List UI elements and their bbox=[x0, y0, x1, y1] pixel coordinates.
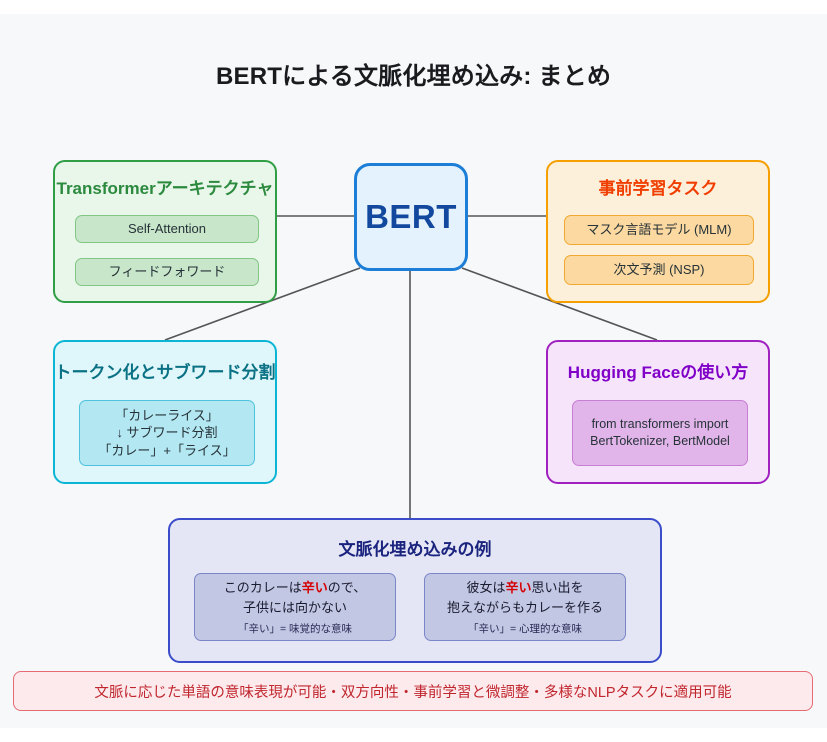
node-tokenization[interactable]: トークン化とサブワード分割 「カレーライス」 ↓ サブワード分割 「カレー」+「… bbox=[53, 340, 277, 484]
sub-item-tokenization-example[interactable]: 「カレーライス」 ↓ サブワード分割 「カレー」+「ライス」 bbox=[79, 400, 255, 466]
example-card-2-text-before: 彼女は bbox=[466, 580, 506, 595]
node-huggingface[interactable]: Hugging Faceの使い方 from transformers impor… bbox=[546, 340, 770, 484]
sub-item-nsp-label: 次文予測 (NSP) bbox=[613, 262, 705, 278]
example-card-1-line-2: 子供には向かない bbox=[242, 600, 347, 616]
sub-item-nsp[interactable]: 次文予測 (NSP) bbox=[564, 255, 754, 285]
page-title: BERTによる文脈化埋め込み: まとめ bbox=[215, 63, 612, 90]
node-bert-label: BERT bbox=[365, 198, 457, 235]
example-card-2-text-after: 思い出を bbox=[531, 580, 584, 595]
example-card-1-text-after: ので、 bbox=[327, 580, 367, 595]
example-card-1-line-1: このカレーは辛いので、 bbox=[195, 574, 395, 598]
sub-item-huggingface-code[interactable]: from transformers import BertTokenizer, … bbox=[572, 400, 748, 466]
huggingface-code-line-2: BertTokenizer, BertModel bbox=[590, 434, 730, 448]
sub-item-feedforward-label: フィードフォワード bbox=[108, 264, 226, 280]
huggingface-code-line-1: from transformers import bbox=[591, 417, 729, 432]
example-card[interactable]: 彼女は辛い思い出を 抱えながらもカレーを作る 「辛い」= 心理的な意味 bbox=[424, 573, 626, 641]
node-pretraining-title: 事前学習タスク bbox=[598, 179, 718, 198]
example-card-2-highlight: 辛い bbox=[505, 580, 532, 595]
sub-item-self-attention[interactable]: Self-Attention bbox=[75, 215, 259, 243]
sub-item-mlm[interactable]: マスク言語モデル (MLM) bbox=[564, 215, 754, 245]
example-card-2-note: 「辛い」= 心理的な意味 bbox=[467, 623, 583, 636]
tokenization-line-1: 「カレーライス」 bbox=[115, 407, 219, 423]
node-transformer-title: Transformerアーキテクチャ bbox=[56, 179, 274, 198]
example-card[interactable]: このカレーは辛いので、 子供には向かない 「辛い」= 味覚的な意味 bbox=[194, 573, 396, 641]
example-card-1-highlight: 辛い bbox=[301, 580, 328, 595]
node-pretraining-tasks[interactable]: 事前学習タスク マスク言語モデル (MLM) 次文予測 (NSP) bbox=[546, 160, 770, 303]
example-card-2-line-2: 抱えながらもカレーを作る bbox=[446, 600, 603, 616]
node-contextual-example[interactable]: 文脈化埋め込みの例 このカレーは辛いので、 子供には向かない 「辛い」= 味覚的… bbox=[168, 518, 662, 663]
sub-item-mlm-label: マスク言語モデル (MLM) bbox=[586, 222, 732, 238]
node-bert-center[interactable]: BERT bbox=[354, 163, 468, 271]
sub-item-self-attention-label: Self-Attention bbox=[127, 221, 207, 237]
tokenization-line-3: 「カレー」+「ライス」 bbox=[98, 442, 236, 458]
tokenization-line-2: ↓ サブワード分割 bbox=[116, 425, 218, 441]
sub-item-feedforward[interactable]: フィードフォワード bbox=[75, 258, 259, 286]
node-example-title: 文脈化埋め込みの例 bbox=[338, 540, 492, 559]
node-transformer-architecture[interactable]: Transformerアーキテクチャ Self-Attention フィードフォ… bbox=[53, 160, 277, 303]
example-card-1-text-before: このカレーは bbox=[223, 580, 302, 595]
summary-banner: 文脈に応じた単語の意味表現が可能・双方向性・事前学習と微調整・多様なNLPタスク… bbox=[13, 671, 813, 711]
example-card-1-note: 「辛い」= 味覚的な意味 bbox=[237, 623, 353, 636]
node-tokenization-title: トークン化とサブワード分割 bbox=[54, 363, 276, 382]
summary-banner-text: 文脈に応じた単語の意味表現が可能・双方向性・事前学習と微調整・多様なNLPタスク… bbox=[94, 684, 732, 701]
node-huggingface-title: Hugging Faceの使い方 bbox=[567, 363, 749, 382]
example-card-2-line-1: 彼女は辛い思い出を bbox=[425, 574, 625, 598]
